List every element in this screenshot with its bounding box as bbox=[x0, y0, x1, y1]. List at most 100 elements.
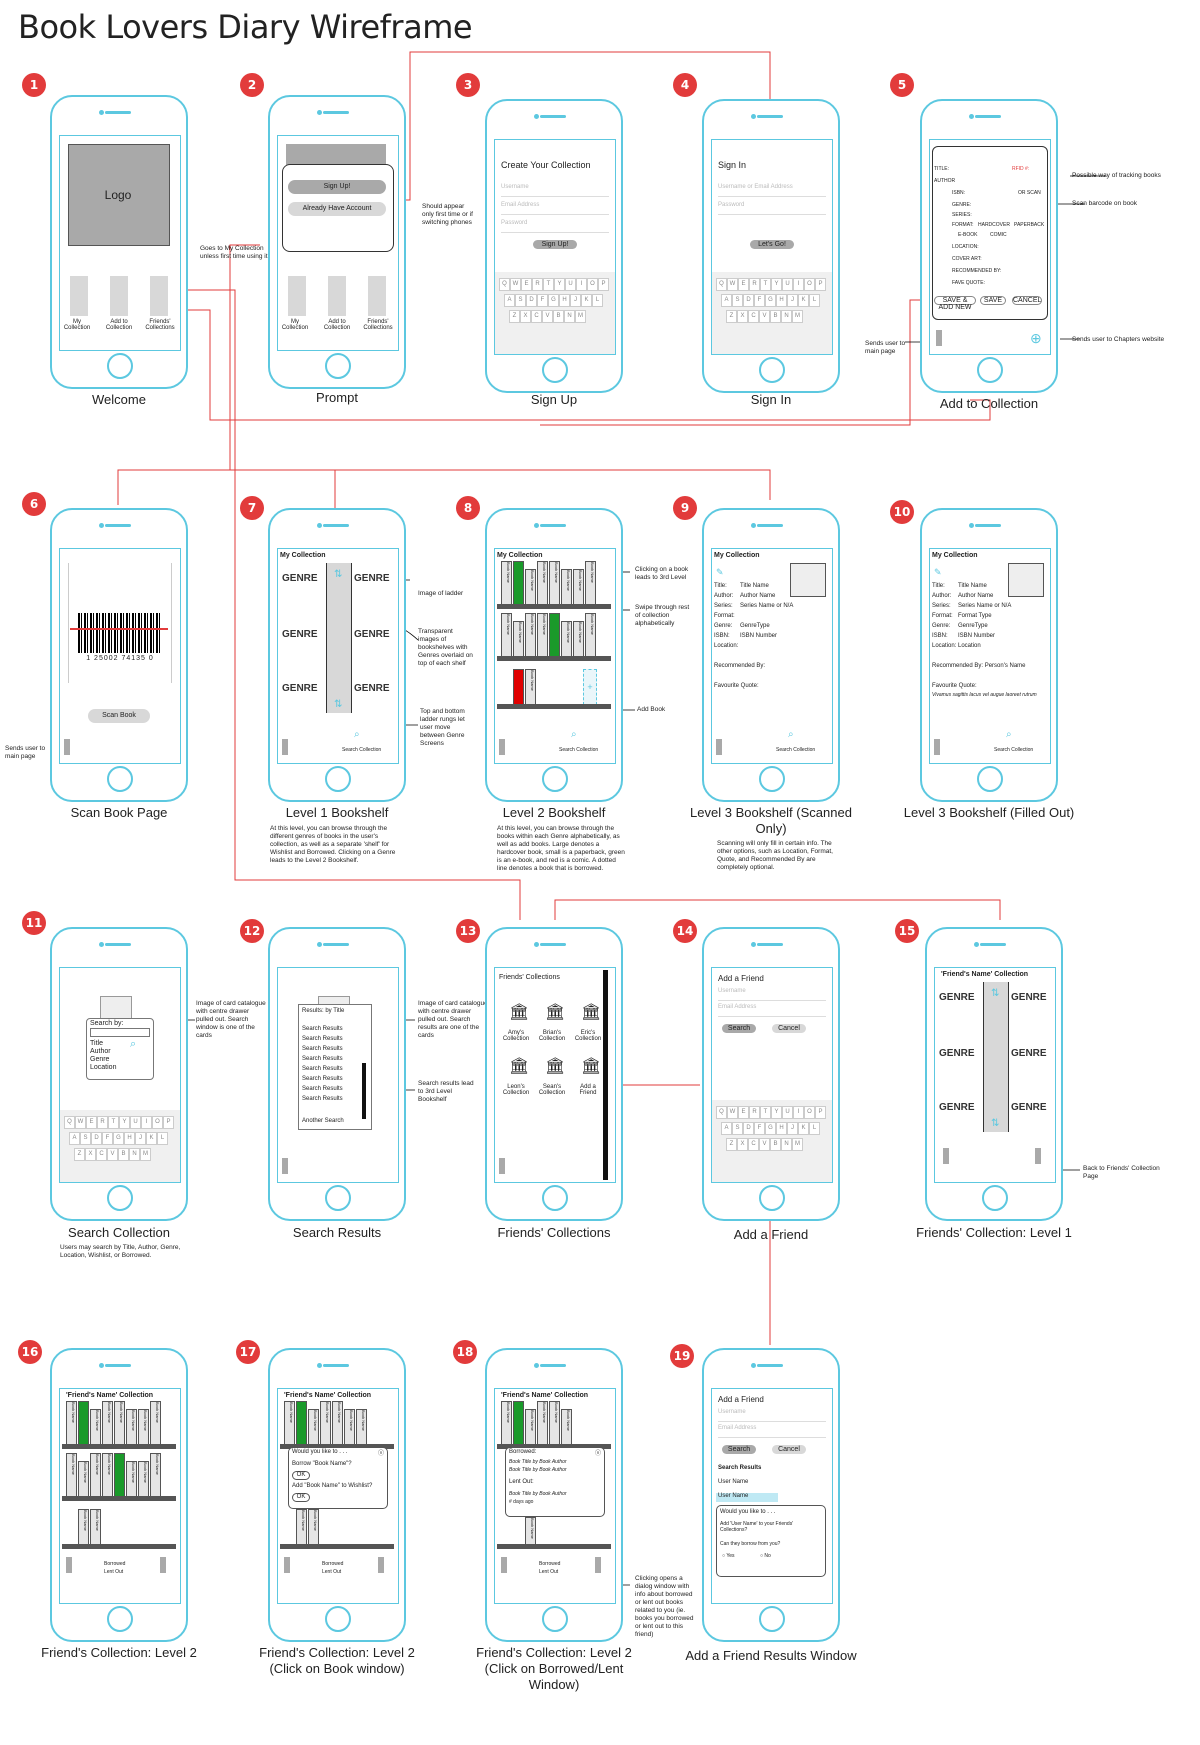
ok-button[interactable]: OK bbox=[292, 1493, 310, 1502]
book[interactable]: Book Name bbox=[356, 1409, 367, 1445]
book[interactable]: Book Name bbox=[320, 1401, 331, 1445]
home-button[interactable] bbox=[325, 1185, 351, 1211]
tab-friends-collections[interactable]: Friends' Collections bbox=[363, 319, 393, 331]
book[interactable]: Book Name bbox=[78, 1461, 89, 1497]
keyboard-key[interactable]: O bbox=[804, 278, 815, 291]
home-button[interactable] bbox=[977, 357, 1003, 383]
scrollbar[interactable] bbox=[603, 970, 608, 1180]
keyboard-key[interactable]: G bbox=[765, 294, 776, 307]
keyboard-key[interactable]: J bbox=[787, 1122, 798, 1135]
keyboard-key[interactable]: W bbox=[75, 1116, 86, 1129]
home-button[interactable] bbox=[542, 1185, 568, 1211]
keyboard-key[interactable]: K bbox=[798, 294, 809, 307]
search-icon[interactable]: ⌕ bbox=[1006, 729, 1012, 740]
add-friend-icon[interactable]: 🏛 bbox=[581, 1058, 602, 1075]
genre-label[interactable]: GENRE bbox=[1011, 1102, 1047, 1113]
keyboard-key[interactable]: A bbox=[504, 294, 515, 307]
genre-label[interactable]: GENRE bbox=[282, 573, 318, 584]
home-button[interactable] bbox=[325, 766, 351, 792]
scrollbar[interactable] bbox=[362, 1063, 366, 1119]
keyboard-key[interactable]: H bbox=[776, 1122, 787, 1135]
book[interactable]: Book Name bbox=[525, 1409, 536, 1445]
option[interactable]: Title bbox=[90, 1040, 103, 1047]
tab-my-collection[interactable]: My Collection bbox=[63, 319, 91, 331]
keyboard-key[interactable]: X bbox=[85, 1148, 96, 1161]
keyboard-key[interactable]: I bbox=[141, 1116, 152, 1129]
keyboard-key[interactable]: Z bbox=[726, 1138, 737, 1151]
keyboard-key[interactable]: X bbox=[520, 310, 531, 323]
friend-collection[interactable]: Eric's Collection bbox=[574, 1030, 602, 1042]
book[interactable]: Book Name bbox=[573, 569, 584, 605]
home-button[interactable] bbox=[542, 1606, 568, 1632]
book[interactable]: Book Name bbox=[138, 1461, 149, 1497]
borrowed-item[interactable]: Book Title by Book Author bbox=[509, 1459, 567, 1465]
globe-icon[interactable]: ⊕ bbox=[1030, 330, 1042, 346]
home-button[interactable] bbox=[759, 1185, 785, 1211]
no-radio[interactable]: ○ No bbox=[760, 1553, 771, 1559]
keyboard-key[interactable]: B bbox=[553, 310, 564, 323]
ladder-up-icon[interactable]: ⇅ bbox=[991, 988, 1000, 999]
result-row[interactable]: Search Results bbox=[302, 1086, 343, 1092]
keyboard-key[interactable]: E bbox=[738, 278, 749, 291]
bank-icon[interactable]: 🏛 bbox=[581, 1004, 602, 1021]
back-tab[interactable] bbox=[934, 739, 940, 755]
borrowed-link[interactable]: Borrowed bbox=[104, 1561, 126, 1567]
ebook-option[interactable]: E-BOOK bbox=[958, 232, 978, 238]
book[interactable]: Book Name bbox=[549, 1401, 560, 1445]
search-icon[interactable]: ⌕ bbox=[571, 729, 577, 740]
book[interactable]: Book Name bbox=[150, 1453, 161, 1497]
edit-icon[interactable]: ✎ bbox=[716, 567, 724, 577]
friends-back-tab[interactable] bbox=[595, 1557, 601, 1573]
book[interactable]: Book Name bbox=[90, 1453, 101, 1497]
keyboard-key[interactable]: O bbox=[587, 278, 598, 291]
genre-label[interactable]: GENRE bbox=[1011, 1048, 1047, 1059]
result-row[interactable]: Search Results bbox=[302, 1046, 343, 1052]
keyboard-key[interactable]: L bbox=[809, 294, 820, 307]
back-tab[interactable] bbox=[501, 1557, 507, 1573]
back-tab[interactable] bbox=[284, 1557, 290, 1573]
keyboard-key[interactable]: N bbox=[129, 1148, 140, 1161]
keyboard-key[interactable]: U bbox=[130, 1116, 141, 1129]
book[interactable]: Book Name bbox=[150, 1401, 161, 1445]
result-row[interactable]: User Name bbox=[718, 1479, 749, 1485]
genre-label[interactable]: GENRE bbox=[1011, 992, 1047, 1003]
book[interactable]: Book Name bbox=[284, 1401, 295, 1445]
book[interactable]: Book Name bbox=[561, 569, 572, 605]
home-button[interactable] bbox=[107, 766, 133, 792]
book[interactable]: Book Name bbox=[102, 1453, 113, 1497]
keyboard-key[interactable]: E bbox=[738, 1106, 749, 1119]
username-field[interactable]: Username bbox=[501, 184, 609, 197]
borrowed-link[interactable]: Borrowed bbox=[322, 1561, 344, 1567]
book[interactable]: Book Name bbox=[66, 1453, 77, 1497]
genre-label[interactable]: GENRE bbox=[939, 1048, 975, 1059]
keyboard-key[interactable]: S bbox=[80, 1132, 91, 1145]
book[interactable]: Book Name bbox=[525, 569, 536, 605]
keyboard-key[interactable]: Q bbox=[64, 1116, 75, 1129]
cancel-button[interactable]: Cancel bbox=[772, 1024, 806, 1033]
friends-back-tab[interactable] bbox=[1035, 1148, 1041, 1164]
genre-label[interactable]: GENRE bbox=[939, 1102, 975, 1113]
search-label[interactable]: Search Collection bbox=[994, 747, 1034, 753]
book[interactable]: Book Name bbox=[537, 1401, 548, 1445]
keyboard-key[interactable]: Z bbox=[74, 1148, 85, 1161]
keyboard-key[interactable]: K bbox=[798, 1122, 809, 1135]
book[interactable]: Book Name bbox=[78, 1509, 89, 1545]
keyboard-key[interactable]: K bbox=[146, 1132, 157, 1145]
keyboard-key[interactable]: F bbox=[754, 1122, 765, 1135]
book[interactable]: Book Name bbox=[585, 561, 596, 605]
home-button[interactable] bbox=[759, 766, 785, 792]
keyboard-key[interactable]: D bbox=[91, 1132, 102, 1145]
book[interactable]: Book Name bbox=[126, 1461, 137, 1497]
keyboard-key[interactable]: I bbox=[793, 278, 804, 291]
keyboard-key[interactable]: W bbox=[727, 1106, 738, 1119]
friend-collection[interactable]: Amy's Collection bbox=[502, 1030, 530, 1042]
keyboard-key[interactable]: U bbox=[782, 278, 793, 291]
keyboard-key[interactable]: T bbox=[543, 278, 554, 291]
lent-out-link[interactable]: Lent Out bbox=[539, 1569, 559, 1575]
keyboard-key[interactable]: Q bbox=[716, 278, 727, 291]
keyboard-key[interactable]: E bbox=[86, 1116, 97, 1129]
password-field[interactable]: Password bbox=[501, 220, 609, 233]
keyboard-key[interactable]: P bbox=[815, 1106, 826, 1119]
